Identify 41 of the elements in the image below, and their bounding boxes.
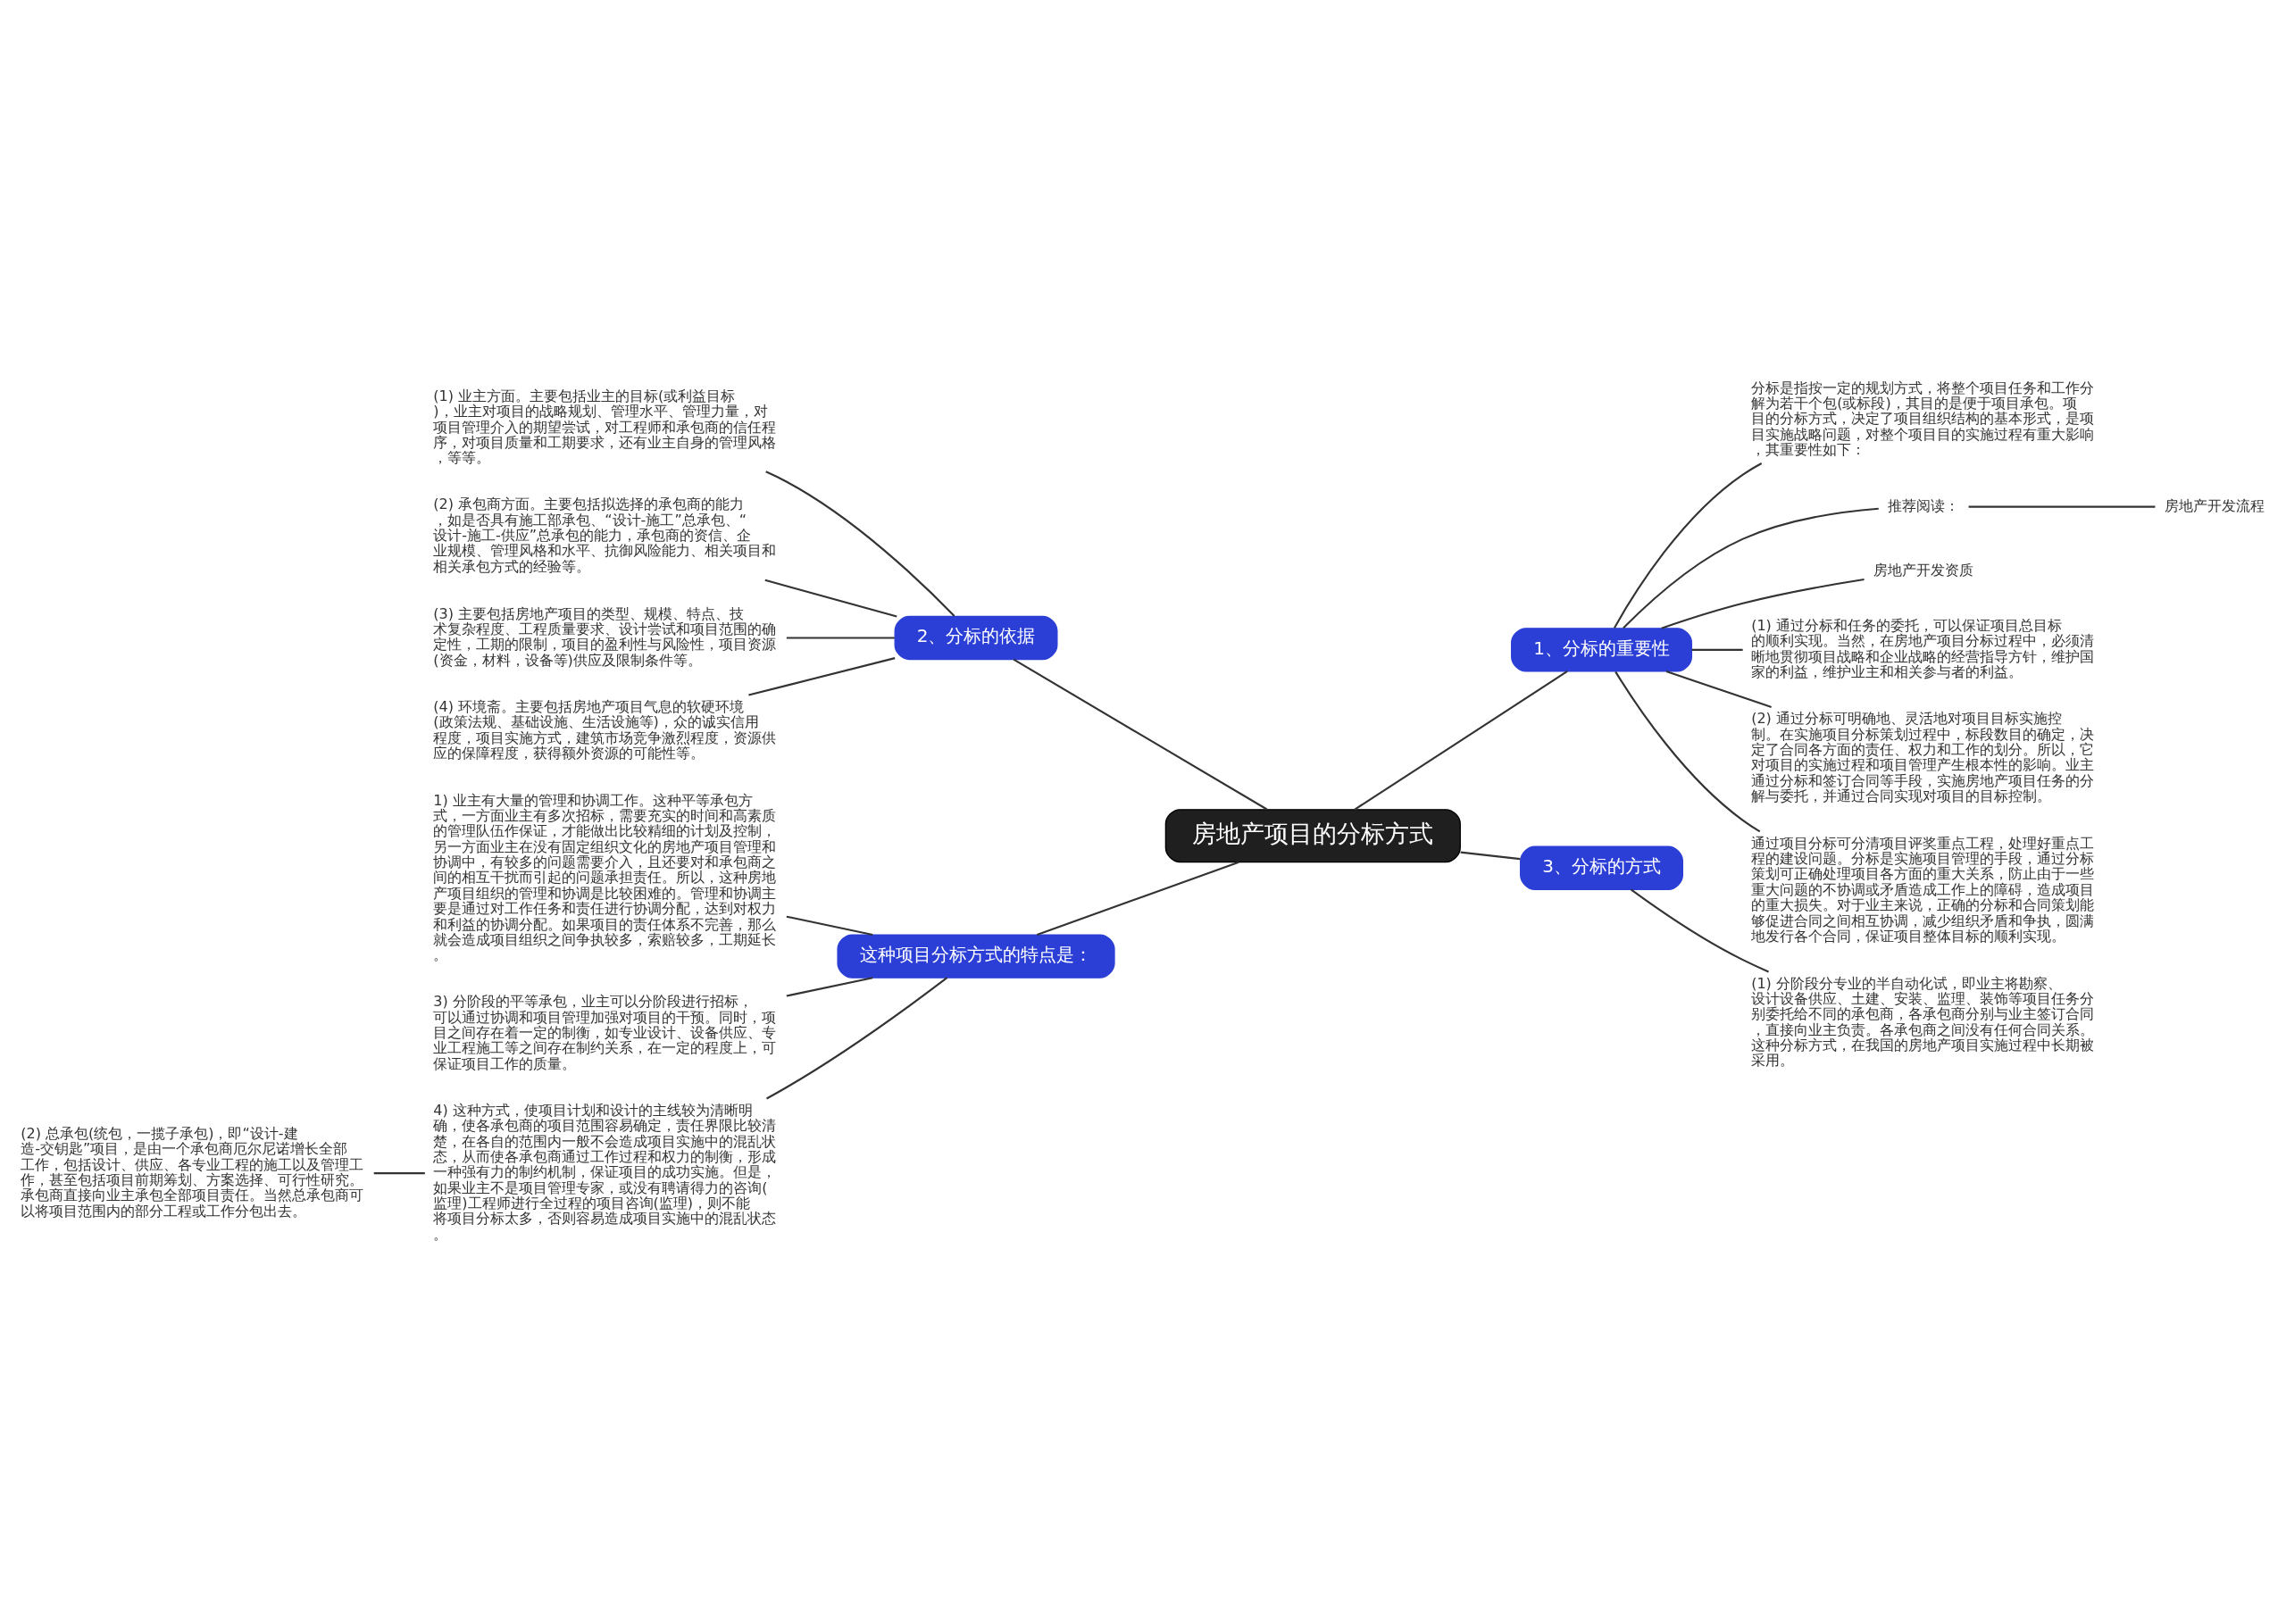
connector (1354, 670, 1568, 811)
connector (1460, 851, 1521, 861)
node-box: 房地产项目的分标方式 (1164, 809, 1461, 863)
node-text: 分标是指按一定的规划方式，将整个项目任务和工作分解为若干个包(或标段)，其目的是便于项目承包。项目的分标方式，决定了项目组织结构的基本形式，是项目实施战略问题，对整个项目目的实施过程有重大影响，其重要性如下： (1751, 379, 2095, 458)
node-text: (1) 通过分标和任务的委托，可以保证项目总目标的顺利实现。当然，在房地产项目分标过程中，必须清晰地贯彻项目战略和企业战略的经营指导方针，维护国家的利益，维护业主和相关参与者的利益。 (1751, 616, 2095, 681)
node-box: 2、分标的依据 (894, 615, 1058, 661)
node-box: 1、分标的重要性 (1511, 628, 1693, 672)
connector (764, 579, 897, 618)
connector (748, 657, 896, 696)
connector (1630, 888, 1769, 973)
connector (766, 977, 948, 1100)
node-text: 通过项目分标可分清项目评奖重点工程，处理好重点工程的建设问题。分标是实施项目管理的手段，通过分标策划可正确处理项目各方面的重大关系，防止由于一些重大问题的不协调或矛盾造成工作上的障碍，造成项目的重大损失。对于业主来说，正确的分标和合同策划能够促进合同之间相互协调，减少组织矛盾和争执，圆满地发行各个合同，保证项目整体目标的顺利实现。 (1751, 834, 2095, 945)
connector (1613, 462, 1763, 629)
node-text: 1) 业主有大量的管理和协调工作。这种平等承包方式，一方面业主有多次招标，需要充实的时间和高素质的管理队伍作保证，才能做出比较精细的计划及控制，另一方面业主在没有固定组织文化的房地产项目管理和协调中，有较多的问题需要介入，且还要对和承包商之间的相互干扰而引起的问题承担责任。所以，这种房地产项目组织的管理和协调是比较困难的。管理和协调主要是通过对工作任务和责任进行协调分配，达到对权力和利益的协调分配。如果项目的责任体系不完善，那么就会造成项目组织之间争执较多，索赔较多，工期延长。 (433, 791, 777, 964)
node-text: (1) 分阶段分专业的半自动化试，即业主将勘察、设计设备供应、土建、安装、监理、装饰等项目任务分别委托给不同的承包商，各承包商分别与业主签订合同，直接向业主负责。各承包商之间没有任何合同关系。这种分标方式，在我国的房地产项目实施过程中长期被采用。 (1751, 974, 2095, 1070)
node-text: (2) 承包商方面。主要包括拟选择的承包商的能力，如是否具有施工部承包、“设计-施工”总承包、“设计-施工-供应”总承包的能力，承包商的资信、企业规模、管理风格和水平、抗御风险能力、相关项目和相关承包方式的经验等。 (433, 496, 777, 575)
connector (765, 471, 955, 617)
connector (1013, 658, 1268, 811)
node-box: 这种项目分标方式的特点是： (837, 934, 1115, 979)
node-text: (4) 环境斋。主要包括房地产项目气息的软硬环境(政策法规、基础设施、生活设施等)，众的诚实信用程度，项目实施方式，建筑市场竞争激烈程度，资源供应的保障程度，获得额外资源的可能性等。 (433, 697, 777, 762)
node-text: (2) 总承包(统包，一揽子承包)，即“设计-建造-交钥匙”项目，是由一个承包商厄尔尼诺增长全部工作，包括设计、供应、各专业工程的施工以及管理工作，甚至包括项目前期筹划、方案选择、可行性研究。承包商直接向业主承包全部项目责任。当然总承包商可以将项目范围内的部分工程或工作分包出去。 (21, 1124, 364, 1220)
connector (1691, 648, 1743, 651)
node-box: 3、分标的方式 (1520, 845, 1683, 890)
connector (786, 915, 873, 937)
node-text: 房地产开发流程 (2165, 496, 2265, 514)
connector (786, 977, 873, 997)
node-text: (1) 业主方面。主要包括业主的目标(或利益目标)，业主对项目的战略规划、管理水平、管理力量，对项目管理介入的期望尝试，对工程师和承包商的信任程序，对项目质量和工期要求，还有业主自身的管理风格，等等。 (433, 387, 777, 467)
connector (1665, 670, 1772, 708)
node-text: (2) 通过分标可明确地、灵活地对项目目标实施控制。在实施项目分标策划过程中，标段数目的确定，决定了合同各方面的责任、权力和工作的划分。所以，它对项目的实施过程和项目管理产生根本性的影响。业主通过分标和签订合同等手段，实施房地产项目任务的分解与委托，并通过合同实现对项目的目标控制。 (1751, 710, 2095, 804)
connector (1968, 505, 2156, 508)
connector (786, 637, 895, 639)
connector (1036, 861, 1239, 936)
connector (1623, 507, 1879, 629)
node-text: 3) 分阶段的平等承包，业主可以分阶段进行招标，可以通过协调和项目管理加强对项目的干预。同时，项目之间存在着一定的制衡，如专业设计、设备供应、专业工程施工等之间存在制约关系，在一定的程度上，可保证项目工作的质量。 (433, 993, 777, 1072)
node-text: 4) 这种方式，使项目计划和设计的主线较为清晰明确，使各承包商的项目范围容易确定，责任界限比较清楚，在各自的范围内一般不会造成项目实施中的混乱状态，从而使各承包商通过工作过程和权力的制衡，形成一种强有力的制约机制，保证项目的成功实施。但是，如果业主不是项目管理专家，或没有聘请得力的咨询(监理)工程师进行全过程的项目咨询(监理)，则不能将项目分标太多，否则容易造成项目实施中的混乱状态。 (433, 1101, 777, 1243)
connector (1614, 670, 1761, 833)
node-text: (3) 主要包括房地产项目的类型、规模、特点、技术复杂程度、工程质量要求、设计尝试和项目范围的确定性，工期的限制，项目的盈利性与风险性，项目资源(资金，材料，设备等)供应及限制条件等。 (433, 604, 777, 669)
connector (1661, 578, 1865, 629)
node-text: 房地产开发资质 (1873, 561, 1974, 579)
node-text: 推荐阅读： (1888, 496, 1960, 514)
connector (373, 1172, 425, 1175)
